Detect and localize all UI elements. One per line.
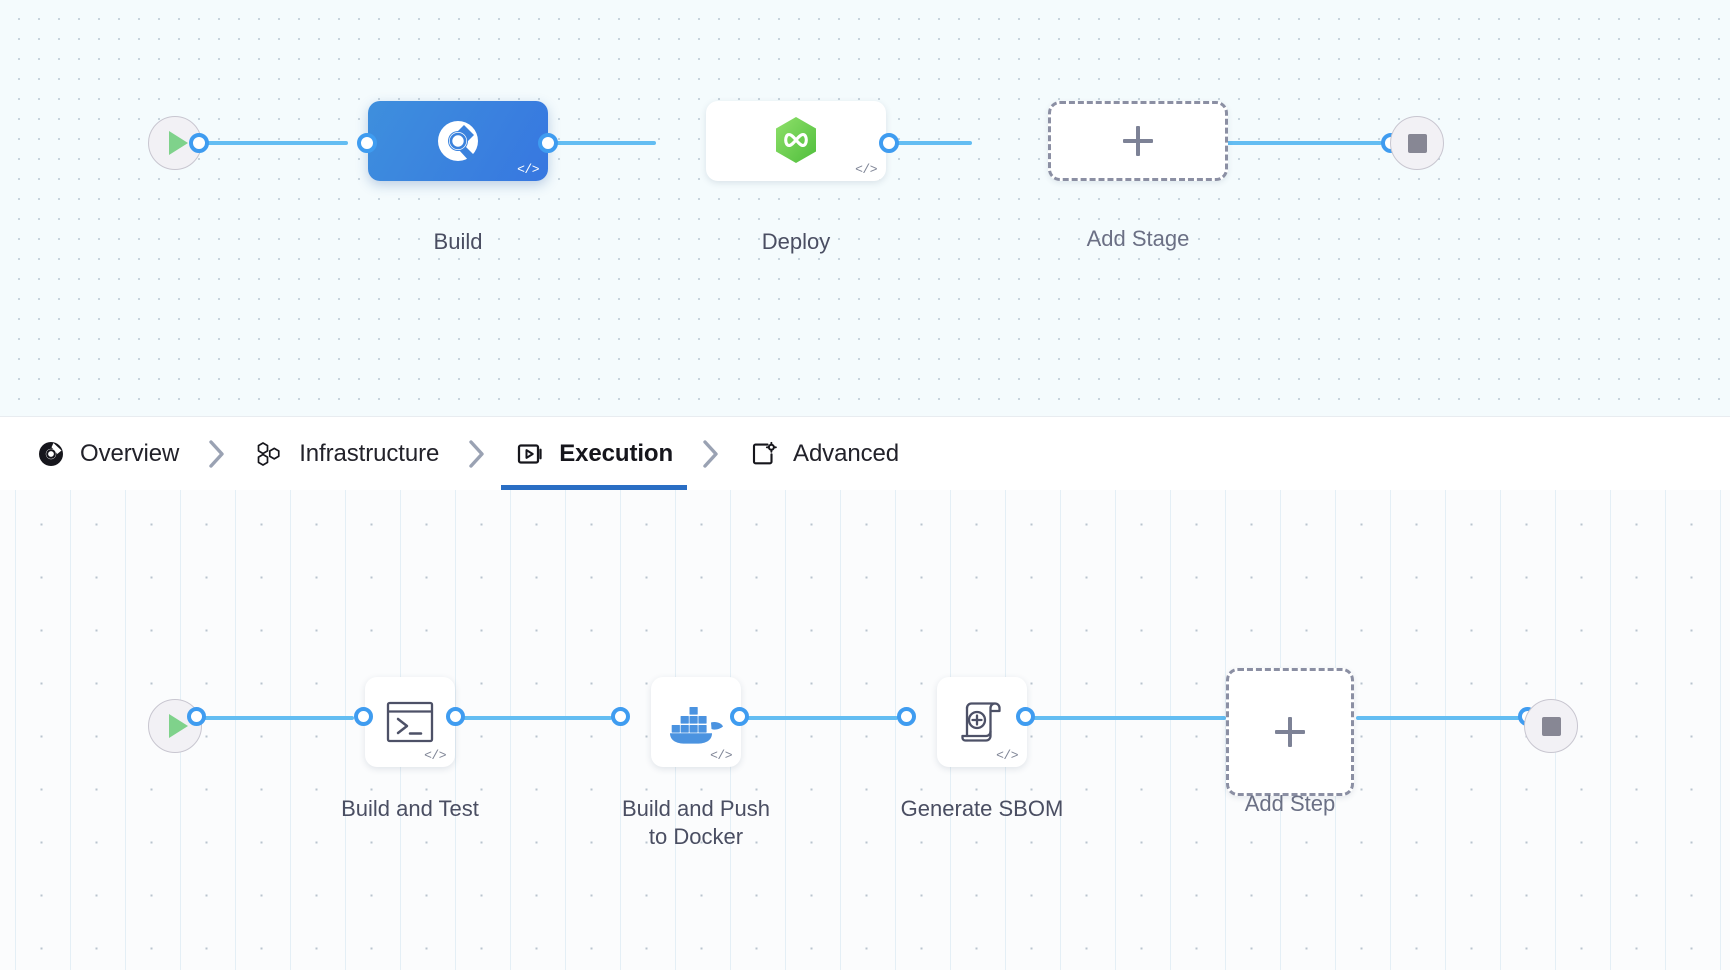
hexagon-cluster-icon xyxy=(257,441,280,466)
step-label-build-and-test: Build and Test xyxy=(341,796,479,821)
step-build-test-input-port[interactable] xyxy=(354,707,373,726)
step-start-port[interactable] xyxy=(187,707,206,726)
code-badge-icon[interactable]: </> xyxy=(424,748,446,763)
stage-node-deploy[interactable]: </> xyxy=(706,101,886,181)
tab-advanced-label: Advanced xyxy=(793,439,899,467)
edge-sbom-to-addstep xyxy=(1018,716,1226,720)
tab-overview-label: Overview xyxy=(80,439,180,467)
step-node-generate-sbom[interactable]: </> xyxy=(937,677,1027,767)
add-stage-button[interactable] xyxy=(1048,101,1228,181)
step-end-node[interactable] xyxy=(1524,699,1578,753)
docker-whale-icon xyxy=(670,707,723,744)
step-docker-input-port[interactable] xyxy=(611,707,630,726)
add-stage-label: Add Stage xyxy=(1086,226,1190,251)
stage-start-port[interactable] xyxy=(189,133,209,153)
tab-execution[interactable]: Execution xyxy=(501,417,687,490)
edge-start-to-build xyxy=(190,141,348,145)
code-badge-icon[interactable]: </> xyxy=(855,162,877,177)
code-badge-icon[interactable]: </> xyxy=(517,162,539,177)
card-gear-icon xyxy=(752,441,777,464)
step-build-test-output-port[interactable] xyxy=(446,707,465,726)
pipeline-stages-canvas[interactable]: </> Build </> xyxy=(0,0,1730,417)
play-box-icon xyxy=(518,443,542,464)
stage-label-build: Build xyxy=(433,229,483,254)
terminal-icon xyxy=(386,701,434,743)
step-label-generate-sbom: Generate SBOM xyxy=(900,796,1064,821)
step-node-build-and-test[interactable]: </> xyxy=(365,677,455,767)
stage-deploy-output-port[interactable] xyxy=(879,133,899,153)
code-badge-icon[interactable]: </> xyxy=(710,748,732,763)
step-label-build-and-push-to-docker: Build and Push to Docker xyxy=(622,796,770,849)
play-icon xyxy=(168,131,188,155)
harness-cd-infinity-icon xyxy=(776,117,816,163)
edge-docker-to-sbom xyxy=(732,716,898,720)
tab-infrastructure[interactable]: Infrastructure xyxy=(249,417,445,490)
stop-icon xyxy=(1407,133,1427,153)
chevron-right-icon xyxy=(679,438,743,470)
harness-ci-icon xyxy=(438,121,478,162)
edge-build-to-deploy xyxy=(494,141,656,145)
stage-node-build[interactable]: </> xyxy=(368,101,548,181)
play-icon xyxy=(168,714,188,738)
tab-execution-label: Execution xyxy=(559,439,674,467)
stop-icon xyxy=(1541,716,1561,736)
stage-build-output-port[interactable] xyxy=(538,133,558,153)
code-badge-icon[interactable]: </> xyxy=(996,748,1018,763)
plus-icon xyxy=(1275,717,1305,747)
edge-addstage-to-end xyxy=(1110,141,1382,145)
add-step-label: Add Step xyxy=(1244,791,1336,816)
scroll-plus-icon xyxy=(961,702,1001,742)
step-docker-output-port[interactable] xyxy=(730,707,749,726)
stage-end-node[interactable] xyxy=(1390,116,1444,170)
step-row: </> Build and Test xyxy=(0,490,1730,970)
edge-addstep-to-end xyxy=(1356,716,1530,720)
stage-config-tabbar: Overview Infrastructure xyxy=(0,417,1730,490)
add-step-button[interactable] xyxy=(1226,668,1354,796)
edge-build-test-to-docker xyxy=(448,716,612,720)
overview-circle-icon xyxy=(39,441,63,466)
plus-icon xyxy=(1123,126,1153,156)
step-node-build-and-push-to-docker[interactable]: </> xyxy=(651,677,741,767)
edge-start-to-build-test xyxy=(188,716,354,720)
tab-infrastructure-label: Infrastructure xyxy=(299,439,440,467)
tab-advanced[interactable]: Advanced xyxy=(743,417,905,490)
pipeline-steps-canvas[interactable]: </> Build and Test xyxy=(0,490,1730,970)
chevron-right-icon xyxy=(185,438,249,470)
tab-overview[interactable]: Overview xyxy=(30,417,185,490)
step-sbom-input-port[interactable] xyxy=(897,707,916,726)
step-sbom-output-port[interactable] xyxy=(1016,707,1035,726)
stage-row: </> Build </> xyxy=(0,0,1730,416)
stage-label-deploy: Deploy xyxy=(761,229,831,254)
chevron-right-icon xyxy=(445,438,509,470)
stage-build-input-port[interactable] xyxy=(357,133,377,153)
